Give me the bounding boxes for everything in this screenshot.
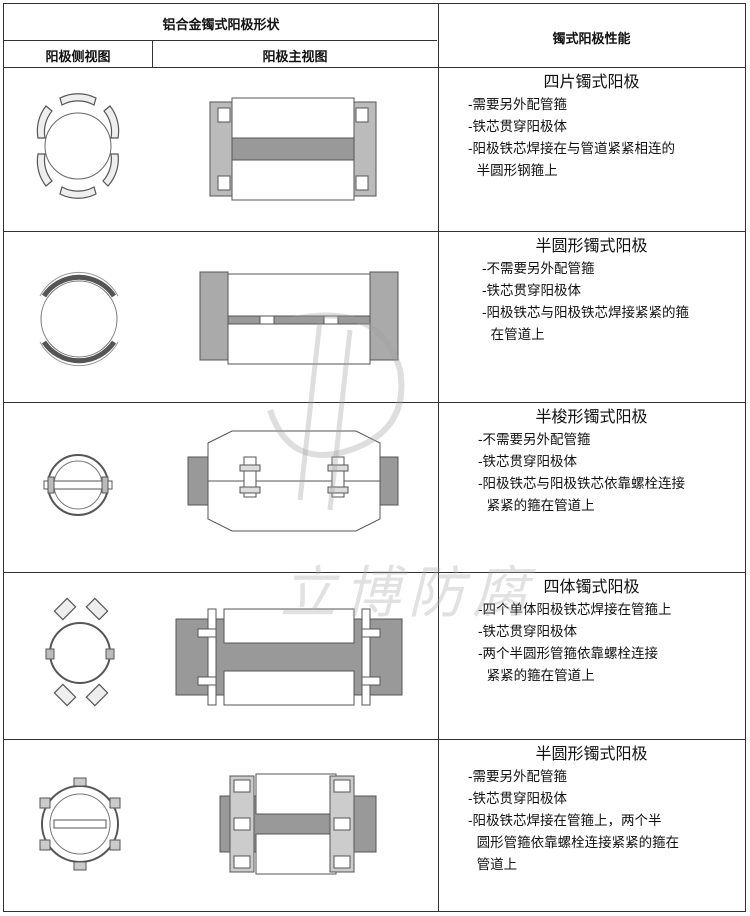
feature-item: 紧紧的箍在管道上	[478, 498, 595, 514]
main-view-drawing	[152, 232, 438, 402]
anode-type-title: 四片镯式阳极	[543, 72, 640, 91]
performance-cell: 四片镯式阳极 -需要另外配管箍 -铁芯贯穿阳极体 -阳极铁芯焊接在与管道紧紧相连…	[438, 68, 745, 231]
row-divider	[4, 572, 745, 573]
anode-type-title: 四体镯式阳极	[543, 577, 640, 596]
feature-item: 在管道上	[482, 327, 545, 343]
row-divider	[4, 231, 745, 232]
feature-item: 紧紧的箍在管道上	[478, 668, 595, 684]
header-subline	[4, 40, 437, 41]
table-row: 半圆形镯式阳极 -需要另外配管箍 -铁芯贯穿阳极体 -阳极铁芯焊接在管箍上，两个…	[4, 740, 745, 912]
table-row: 半圆形镯式阳极 -不需要另外配管箍 -铁芯贯穿阳极体 -阳极铁芯与阳极铁芯焊接紧…	[4, 232, 745, 402]
feature-item: -铁芯贯穿阳极体	[468, 791, 568, 807]
feature-item: -铁芯贯穿阳极体	[468, 119, 568, 135]
main-view-drawing	[152, 403, 438, 572]
shape-header: 铝合金镯式阳极形状	[162, 18, 280, 33]
feature-item: 圆形管箍依靠螺栓连接紧紧的箍在	[468, 835, 680, 851]
side-view-drawing	[4, 403, 152, 572]
feature-item: -阳极铁芯焊接在管箍上，两个半	[468, 813, 662, 829]
feature-item: -铁芯贯穿阳极体	[478, 454, 578, 470]
feature-item: -阳极铁芯与阳极铁芯依靠螺栓连接	[478, 476, 686, 492]
table-row: 四体镯式阳极 -四个单体阳极铁芯焊接在管箍上 -铁芯贯穿阳极体 -两个半圆形管箍…	[4, 573, 745, 739]
feature-item: -不需要另外配管箍	[482, 261, 595, 277]
feature-item: -阳极铁芯与阳极铁芯焊接紧紧的箍	[482, 305, 690, 321]
performance-header: 镯式阳极性能	[552, 32, 631, 47]
row-divider	[4, 402, 745, 403]
header-divider	[152, 40, 153, 67]
feature-item: -需要另外配管箍	[468, 97, 568, 113]
main-view-drawing	[152, 573, 438, 739]
performance-cell: 半梭形镯式阳极 -不需要另外配管箍 -铁芯贯穿阳极体 -阳极铁芯与阳极铁芯依靠螺…	[438, 403, 745, 572]
feature-item: -四个单体阳极铁芯焊接在管箍上	[478, 602, 672, 618]
anode-table: 铝合金镯式阳极形状 阳极侧视图 阳极主视图 镯式阳极性能	[3, 3, 746, 912]
table-row: 四片镯式阳极 -需要另外配管箍 -铁芯贯穿阳极体 -阳极铁芯焊接在与管道紧紧相连…	[4, 68, 745, 231]
side-view-header: 阳极侧视图	[45, 50, 111, 65]
anode-type-title: 半圆形镯式阳极	[535, 236, 648, 255]
column-divider	[438, 4, 439, 911]
feature-item: -铁芯贯穿阳极体	[482, 283, 582, 299]
feature-item: -铁芯贯穿阳极体	[478, 624, 578, 640]
feature-item: 管道上	[468, 857, 518, 873]
main-view-header: 阳极主视图	[262, 50, 328, 65]
watermark-text: 立博防腐	[280, 561, 536, 626]
side-view-drawing	[4, 573, 152, 739]
row-divider	[4, 739, 745, 740]
feature-item: 半圆形钢箍上	[468, 163, 558, 179]
main-view-drawing	[152, 68, 438, 231]
anode-type-title: 半圆形镯式阳极	[535, 744, 648, 763]
performance-cell: 半圆形镯式阳极 -不需要另外配管箍 -铁芯贯穿阳极体 -阳极铁芯与阳极铁芯焊接紧…	[438, 232, 745, 402]
feature-item: -需要另外配管箍	[468, 769, 568, 785]
side-view-drawing	[4, 232, 152, 402]
performance-cell: 四体镯式阳极 -四个单体阳极铁芯焊接在管箍上 -铁芯贯穿阳极体 -两个半圆形管箍…	[438, 573, 745, 739]
feature-item: -不需要另外配管箍	[478, 432, 591, 448]
performance-cell: 半圆形镯式阳极 -需要另外配管箍 -铁芯贯穿阳极体 -阳极铁芯焊接在管箍上，两个…	[438, 740, 745, 912]
side-view-drawing	[4, 68, 152, 231]
side-view-drawing	[4, 740, 152, 912]
feature-item: -两个半圆形管箍依靠螺栓连接	[478, 646, 659, 662]
anode-type-title: 半梭形镯式阳极	[535, 407, 648, 426]
table-row: 半梭形镯式阳极 -不需要另外配管箍 -铁芯贯穿阳极体 -阳极铁芯与阳极铁芯依靠螺…	[4, 403, 745, 572]
main-view-drawing	[152, 740, 438, 912]
header-bottom-line	[4, 67, 745, 68]
feature-item: -阳极铁芯焊接在与管道紧紧相连的	[468, 141, 676, 157]
